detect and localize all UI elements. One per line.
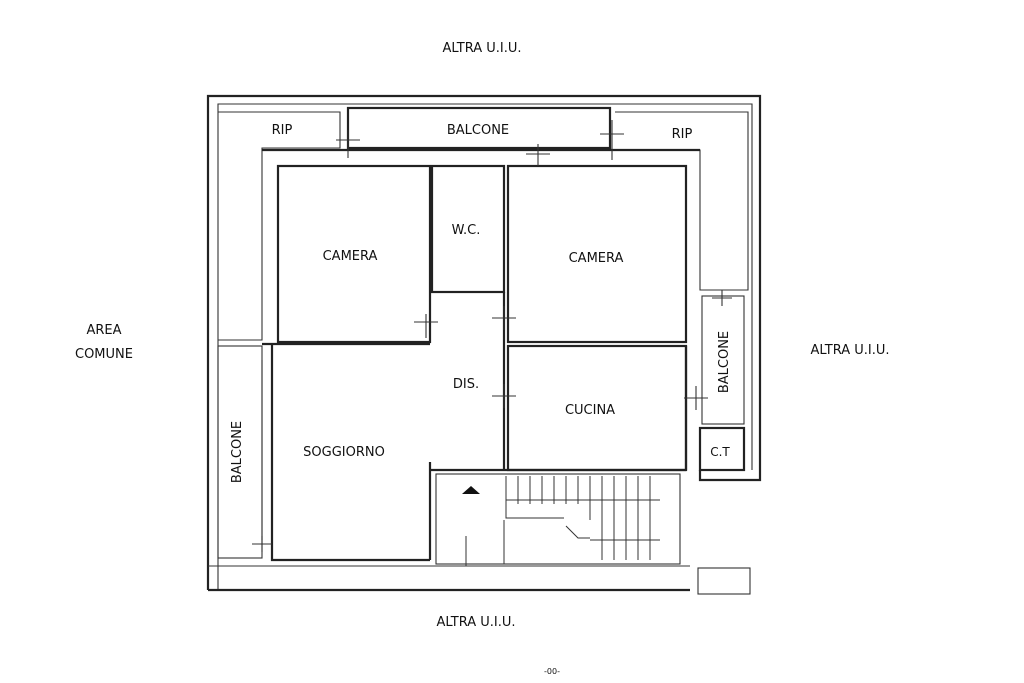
- rip-left-label: RIP: [272, 123, 293, 138]
- right-balcony: [698, 295, 746, 472]
- left-area-label-line2: COMUNE: [75, 347, 133, 362]
- rip-right-label: RIP: [672, 127, 693, 142]
- left-balcony: [217, 345, 263, 559]
- room-labels: ALTRA U.I.U. ALTRA U.I.U. ALTRA U.I.U. A…: [75, 41, 890, 676]
- cucina-label: CUCINA: [565, 403, 615, 418]
- staircase: [435, 473, 681, 566]
- top-neighbor-label: ALTRA U.I.U.: [442, 41, 521, 56]
- dis-label: DIS.: [453, 377, 479, 392]
- balcone-right-label: BALCONE: [717, 331, 732, 393]
- bottom-neighbor-label: ALTRA U.I.U.: [436, 615, 515, 630]
- camera-right-label: CAMERA: [569, 251, 624, 266]
- soggiorno-label: SOGGIORNO: [303, 445, 385, 460]
- footer-mark: -00-: [544, 667, 560, 676]
- wc-label: W.C.: [452, 223, 481, 238]
- balcone-left-label: BALCONE: [230, 421, 245, 483]
- ct-label: C.T: [710, 445, 730, 459]
- opening-marks: [252, 120, 732, 552]
- camera-left-label: CAMERA: [323, 249, 378, 264]
- stair-arrow-icon: [462, 486, 480, 494]
- top-balcony-block: [218, 106, 749, 341]
- left-area-label-line1: AREA: [86, 323, 121, 338]
- balcone-top-label: BALCONE: [447, 123, 509, 138]
- interior-walls: [262, 148, 700, 562]
- right-neighbor-label: ALTRA U.I.U.: [810, 343, 889, 358]
